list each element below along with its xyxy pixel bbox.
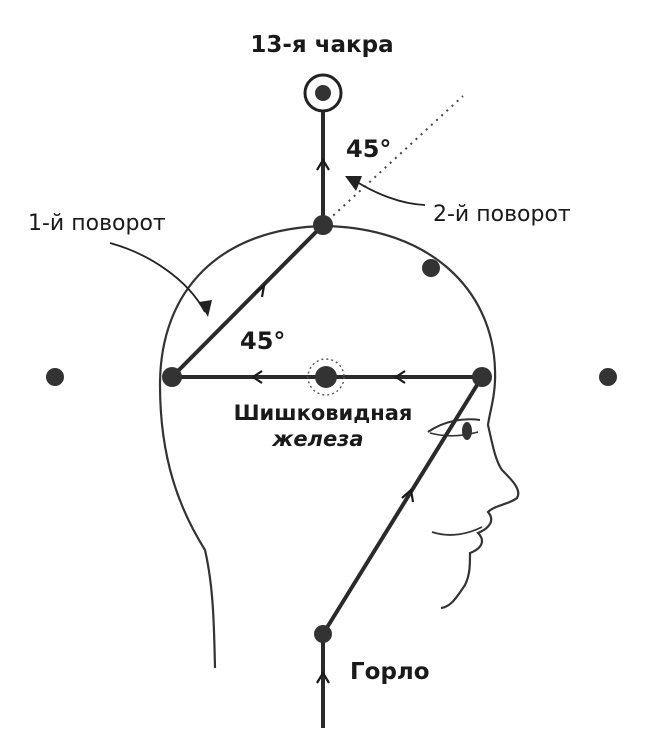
chakra13-node [315,85,331,101]
throat-label: Горло [350,659,430,685]
crown-node [313,215,333,235]
arrow-diag-back [254,283,266,298]
eye-lower-lid [429,431,479,437]
arrow-left-left-segment [251,370,263,384]
pineal-label-line2: железа [271,427,363,451]
turn1-label: 1-й поворот [28,211,166,236]
angle-mid-label: 45° [240,327,285,355]
left-point [46,368,64,386]
back-node [162,367,182,387]
arrow-up-crown [316,157,330,171]
throat-node [314,625,332,643]
throat-to-forehead-line [321,375,484,636]
arrow-left-right-segment [394,370,406,384]
pineal-node [315,366,337,388]
arrow-diag-throat [401,487,415,503]
back-to-crown-line [170,223,325,379]
turn2-pointer-curve [356,181,426,206]
chakra13-label: 13-я чакра [250,32,393,58]
forehead-node [472,367,492,387]
head-outline [158,224,520,669]
turn2-pointer-head [345,176,362,191]
angle-top-label: 45° [346,135,391,163]
arrow-up-throat [316,670,330,684]
turn1-pointer-head [199,300,212,317]
right-point [599,368,617,386]
pineal-label-line1: Шишковидная [234,401,413,425]
pineal-ring-dotted [307,358,345,396]
turn2-label: 2-й поворот [433,202,571,227]
mouth-line [431,526,483,536]
eye-pupil [462,422,472,440]
crown-side-point [422,259,440,277]
turn1-pointer-curve [109,242,206,313]
